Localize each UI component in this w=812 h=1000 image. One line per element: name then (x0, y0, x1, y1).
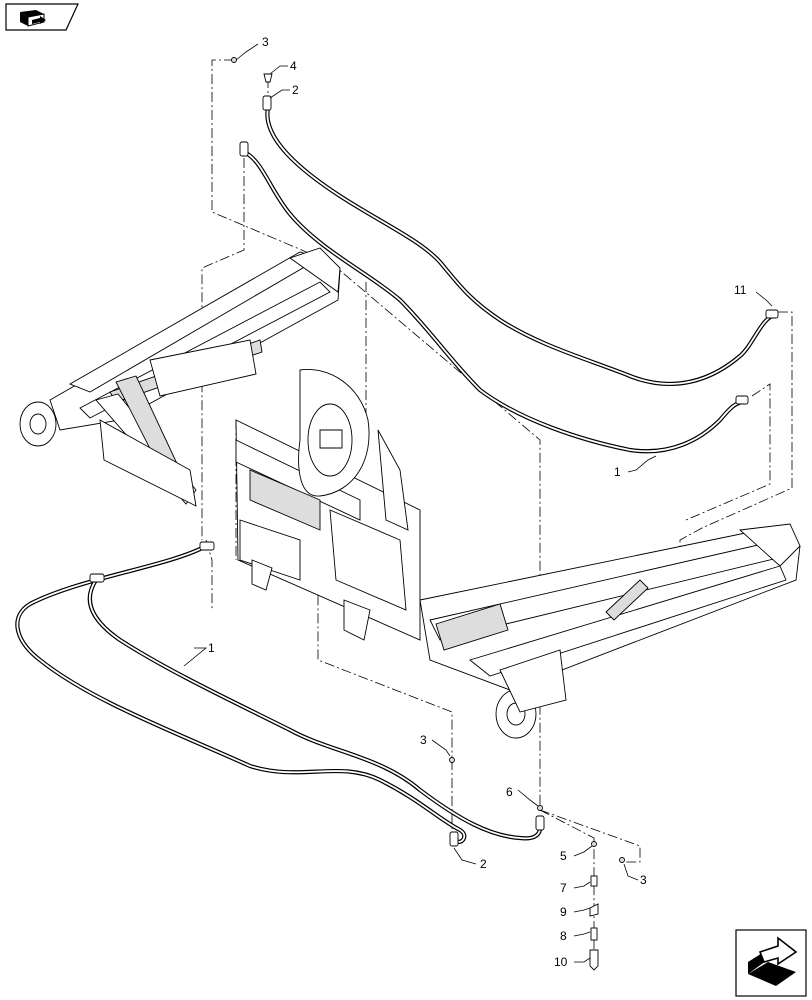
cap-icon (231, 57, 237, 63)
callout-7: 7 (560, 881, 567, 895)
callout-10: 10 (554, 955, 568, 969)
cap-icon (619, 857, 625, 863)
callout-3-mid: 3 (420, 733, 427, 747)
callout-6: 6 (506, 785, 513, 799)
callouts: 3 4 2 11 1 1 3 6 2 5 3 7 9 8 10 (183, 35, 773, 969)
book-arrow-icon (20, 10, 46, 27)
alignment-lines (201, 59, 793, 952)
callout-1-upper: 1 (614, 465, 621, 479)
callout-9: 9 (560, 905, 567, 919)
back-nav-button[interactable] (5, 3, 79, 31)
cap-icon (537, 805, 543, 811)
coupler-icon (589, 949, 599, 971)
adapter-icon (591, 841, 597, 847)
hardware-parts (231, 57, 625, 971)
hose-fitting-icon (735, 395, 749, 405)
hose-fitting-icon (89, 573, 105, 583)
upper-hydraulic-hose (239, 95, 779, 454)
plug-icon (263, 73, 273, 83)
right-wing-frame (419, 523, 801, 739)
callout-3-top: 3 (262, 35, 269, 49)
callout-1-lower: 1 (208, 641, 215, 655)
callout-2-bottom: 2 (480, 857, 487, 871)
callout-3-bottom: 3 (640, 873, 647, 887)
callout-4: 4 (290, 59, 297, 73)
callout-11: 11 (734, 283, 747, 297)
hose-fitting-icon (535, 815, 545, 831)
center-frame (235, 369, 421, 641)
hose-fitting-icon (239, 141, 249, 157)
callout-5: 5 (560, 849, 567, 863)
hose-fitting-icon (262, 95, 272, 111)
fitting-icon (590, 875, 598, 887)
cap-icon (449, 757, 455, 763)
callout-8: 8 (560, 929, 567, 943)
next-nav-button[interactable] (735, 929, 807, 997)
lower-hydraulic-hose (15, 541, 545, 847)
hose-fitting-icon (449, 831, 459, 847)
fitting-icon (589, 903, 599, 917)
fitting-icon (590, 927, 598, 941)
callout-2-top: 2 (292, 83, 299, 97)
left-wing-frame (19, 247, 341, 507)
page-forward-icon (748, 936, 798, 986)
hose-fitting-icon (199, 541, 215, 551)
hose-fitting-icon (765, 309, 779, 319)
